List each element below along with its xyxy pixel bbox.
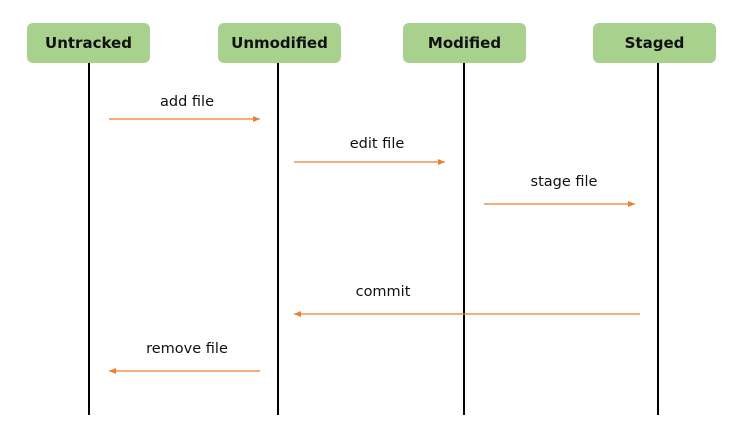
state-staged-label: Staged: [624, 34, 685, 52]
state-untracked: Untracked: [27, 23, 150, 63]
label-add-file: add file: [160, 94, 214, 110]
label-stage-file: stage file: [530, 174, 598, 190]
label-edit-file: edit file: [349, 136, 405, 152]
state-unmodified-label: Unmodified: [231, 34, 328, 52]
lifeline-unmodified: [277, 63, 279, 415]
lifeline-staged: [657, 63, 659, 415]
state-unmodified: Unmodified: [218, 23, 341, 63]
label-remove-file: remove file: [146, 341, 228, 357]
state-modified-label: Modified: [427, 34, 502, 52]
label-commit: commit: [355, 284, 411, 300]
state-staged: Staged: [593, 23, 716, 63]
lifeline-untracked: [88, 63, 90, 415]
state-untracked-label: Untracked: [45, 34, 132, 52]
state-modified: Modified: [403, 23, 526, 63]
lifeline-modified: [463, 63, 465, 415]
